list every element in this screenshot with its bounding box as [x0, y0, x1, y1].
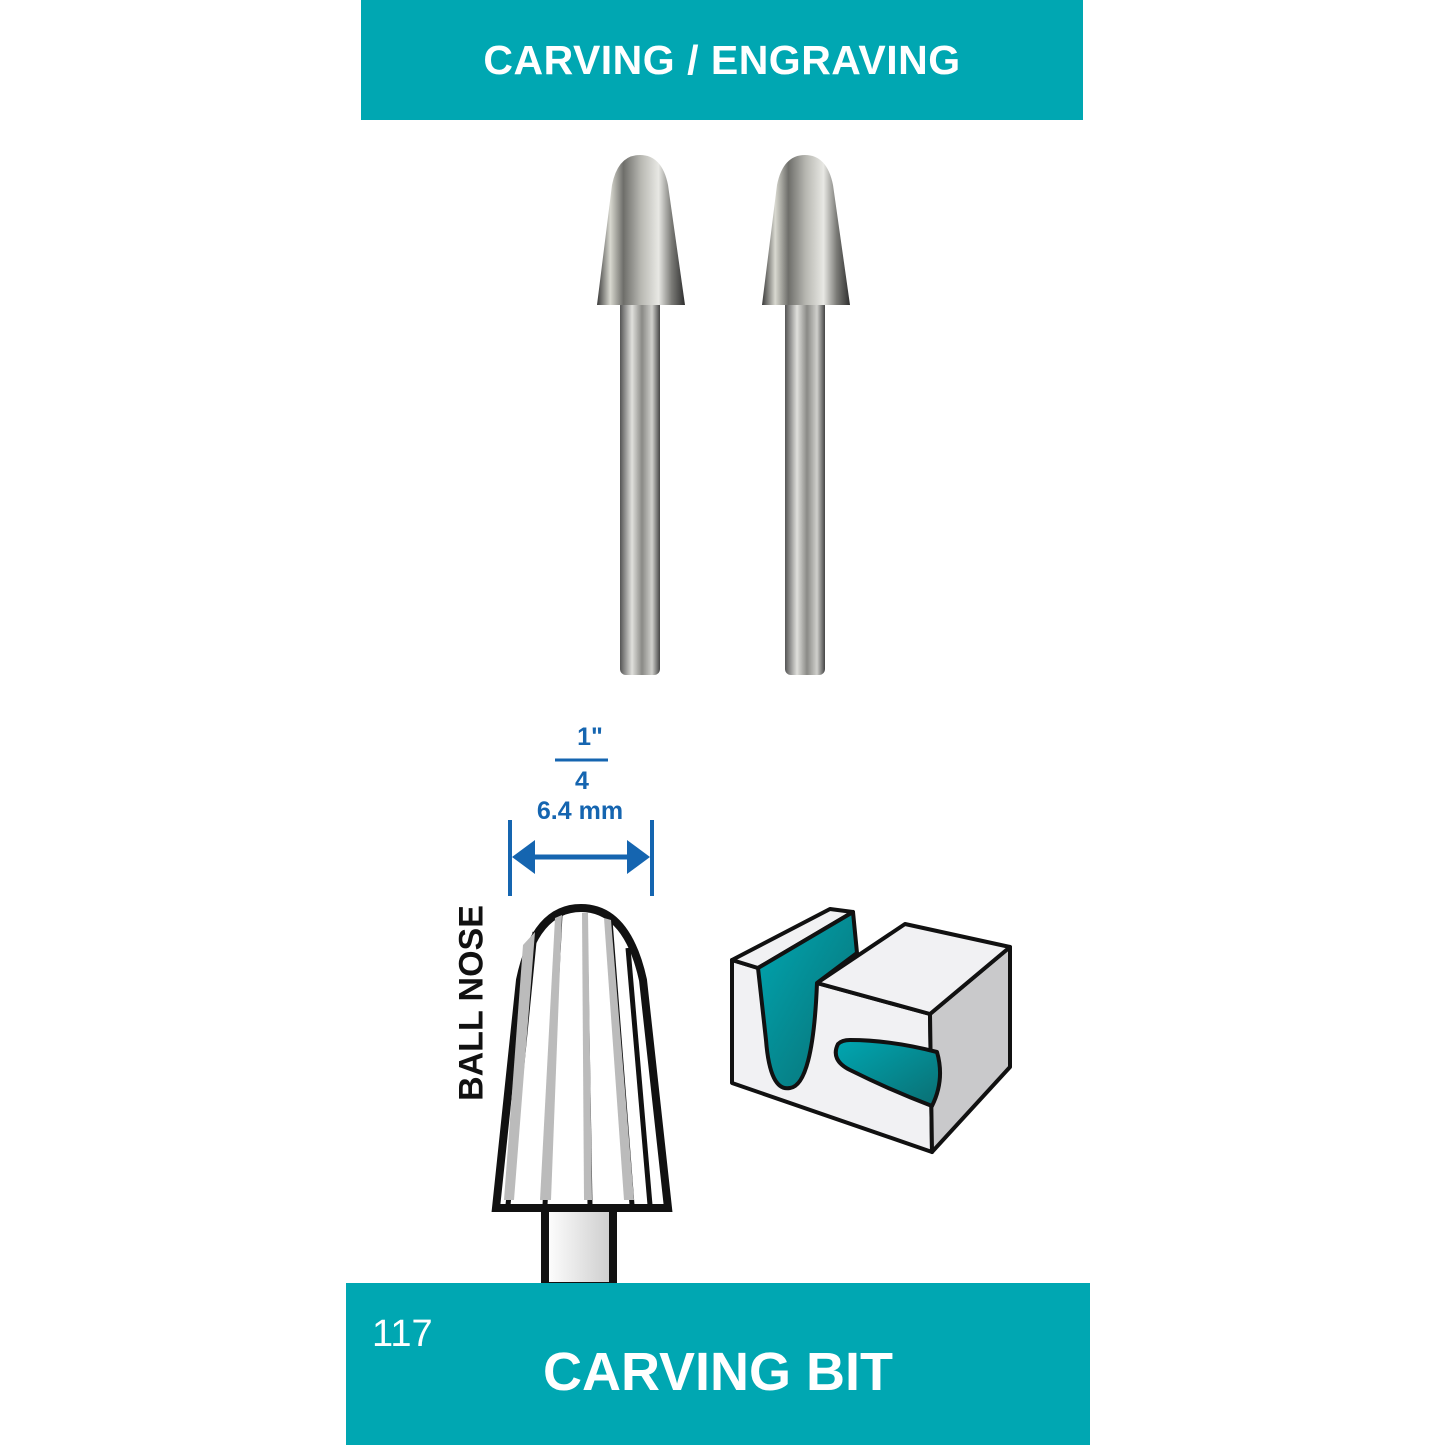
dimension-metric: 6.4 mm — [536, 797, 624, 825]
dimension-indicator — [508, 758, 654, 896]
product-name: CARVING BIT — [542, 1342, 894, 1402]
model-number: 117 — [372, 1313, 433, 1355]
carving-result-block-diagram — [730, 907, 1012, 1154]
ball-nose-bit-diagram — [491, 903, 673, 1290]
product-banner: 117 CARVING BIT — [346, 1283, 1090, 1445]
dimension-fraction-numerator: 1" — [577, 723, 603, 751]
category-banner: CARVING / ENGRAVING — [361, 0, 1083, 120]
product-photo-bit-right — [762, 155, 850, 675]
category-title: CARVING / ENGRAVING — [483, 36, 961, 83]
product-photo-bit-left — [597, 155, 685, 675]
dimension-fraction-denominator: 4 — [575, 767, 589, 795]
tip-shape-label: BALL NOSE — [452, 905, 491, 1101]
